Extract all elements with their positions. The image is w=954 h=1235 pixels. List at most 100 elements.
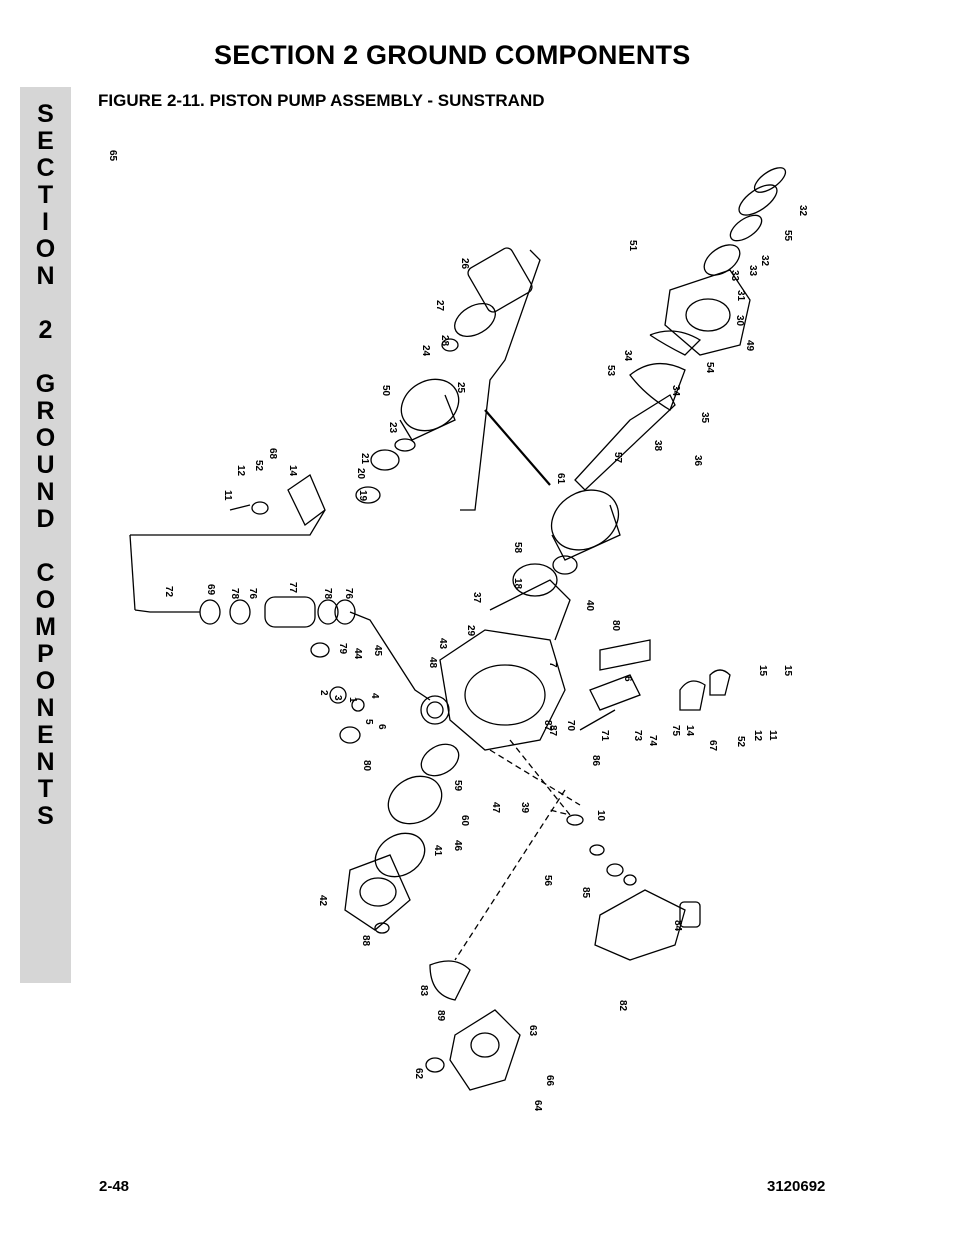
side-tab-letter: C xyxy=(36,559,55,587)
side-tab-letter: O xyxy=(35,235,56,263)
part-callout: 4 xyxy=(369,693,380,699)
side-tab-letter: R xyxy=(36,397,55,425)
document-number: 3120692 xyxy=(767,1178,826,1195)
side-tab-letter: N xyxy=(36,748,55,776)
part-callout: 45 xyxy=(372,645,383,657)
part-callout: 38 xyxy=(652,440,663,452)
part-callout: 33 xyxy=(729,270,740,282)
part-callout: 14 xyxy=(287,465,298,477)
part-callout: 10 xyxy=(595,810,606,822)
part-callout: 65 xyxy=(110,150,118,162)
part-callout: 31 xyxy=(735,290,746,302)
side-tab-letter: N xyxy=(36,478,55,506)
part-callout: 66 xyxy=(544,1075,555,1087)
part-callout: 39 xyxy=(519,802,530,814)
part-callout: 69 xyxy=(205,584,216,596)
side-tab-letter: U xyxy=(36,451,55,479)
part-callout: 11 xyxy=(767,730,778,741)
part-callout: 42 xyxy=(317,895,328,907)
part-callout: 15 xyxy=(757,665,768,677)
part-callout: 88 xyxy=(360,935,371,947)
part-callout: 76 xyxy=(247,588,258,600)
part-callout: 85 xyxy=(580,887,591,899)
figure-caption: FIGURE 2-11. PISTON PUMP ASSEMBLY - SUNS… xyxy=(98,91,545,110)
part-callout: 75 xyxy=(670,725,681,737)
part-callout: 40 xyxy=(584,600,595,612)
side-tab-letter xyxy=(20,290,71,317)
part-callout: 89 xyxy=(435,1010,446,1022)
side-tab-letter: T xyxy=(37,181,54,209)
part-callout: 82 xyxy=(617,1000,628,1012)
part-callout: 28 xyxy=(439,335,450,347)
part-callout: 73 xyxy=(632,730,643,742)
part-callout: 79 xyxy=(337,643,348,655)
part-callout: 14 xyxy=(684,725,695,737)
part-callout: 63 xyxy=(527,1025,538,1037)
side-tab-letter: N xyxy=(36,262,55,290)
part-callout: 30 xyxy=(734,315,745,327)
part-callout: 61 xyxy=(555,473,566,485)
part-callout: 67 xyxy=(707,740,718,752)
part-callout: 74 xyxy=(647,735,658,747)
part-callout: 80 xyxy=(610,620,621,632)
part-callout: 77 xyxy=(287,582,298,594)
part-callout: 15 xyxy=(782,665,793,677)
side-tab-letter: E xyxy=(37,127,54,155)
part-callout: 60 xyxy=(459,815,470,827)
diagram-drawing: 3255323333313051493454345335363857612627… xyxy=(107,150,808,1112)
part-callout: 57 xyxy=(612,452,623,464)
part-callout: 36 xyxy=(692,455,703,467)
side-tab-letter: I xyxy=(42,208,49,236)
side-tab-letter: S xyxy=(37,802,54,830)
part-callout: 32 xyxy=(797,205,808,217)
part-callout: 46 xyxy=(452,840,463,852)
part-callout: 32 xyxy=(759,255,770,267)
side-tab-letter: C xyxy=(36,154,55,182)
side-tab-letter: P xyxy=(37,640,54,668)
part-callout: 59 xyxy=(452,780,463,792)
part-callout: 6 xyxy=(622,676,633,682)
part-callout: 71 xyxy=(599,730,610,742)
side-tab-letter: O xyxy=(35,586,56,614)
part-callout: 24 xyxy=(420,345,431,357)
side-tab-letter: E xyxy=(37,721,54,749)
part-callout: 76 xyxy=(343,588,354,600)
part-callout: 86 xyxy=(590,755,601,767)
part-callout: 54 xyxy=(704,362,715,374)
part-callout: 83 xyxy=(418,985,429,997)
part-callout: 35 xyxy=(699,412,710,424)
side-tab-letter: S xyxy=(37,100,54,128)
side-tab-letter: O xyxy=(35,424,56,452)
part-callout: 62 xyxy=(413,1068,424,1080)
part-callout: 27 xyxy=(434,300,445,312)
part-callout: 5 xyxy=(363,719,374,725)
side-tab-letter xyxy=(20,344,71,371)
part-callout: 23 xyxy=(387,422,398,434)
part-callout: 51 xyxy=(627,240,638,252)
part-callout: 44 xyxy=(352,648,363,660)
part-callout: 49 xyxy=(744,340,755,352)
part-callout: 87 xyxy=(542,720,553,732)
side-tab-letter: D xyxy=(36,505,55,533)
part-callout: 70 xyxy=(565,720,576,732)
part-callout: 55 xyxy=(782,230,793,242)
part-callout: 7 xyxy=(547,662,558,668)
part-callout: 78 xyxy=(229,588,240,600)
part-callout: 18 xyxy=(512,578,523,590)
part-callout: 20 xyxy=(355,468,366,480)
part-callout: 53 xyxy=(605,365,616,377)
part-callout: 2 xyxy=(318,690,329,696)
part-callout: 3 xyxy=(332,695,343,701)
part-callout: 33 xyxy=(747,265,758,277)
side-tab-letter xyxy=(20,533,71,560)
part-callout: 48 xyxy=(427,657,438,669)
part-callout: 80 xyxy=(361,760,372,772)
part-callout: 87 xyxy=(547,725,558,737)
part-callout: 29 xyxy=(465,625,476,637)
part-callout: 34 xyxy=(622,350,633,362)
section-title: SECTION 2 GROUND COMPONENTS xyxy=(214,40,691,70)
part-callout: 58 xyxy=(512,542,523,554)
